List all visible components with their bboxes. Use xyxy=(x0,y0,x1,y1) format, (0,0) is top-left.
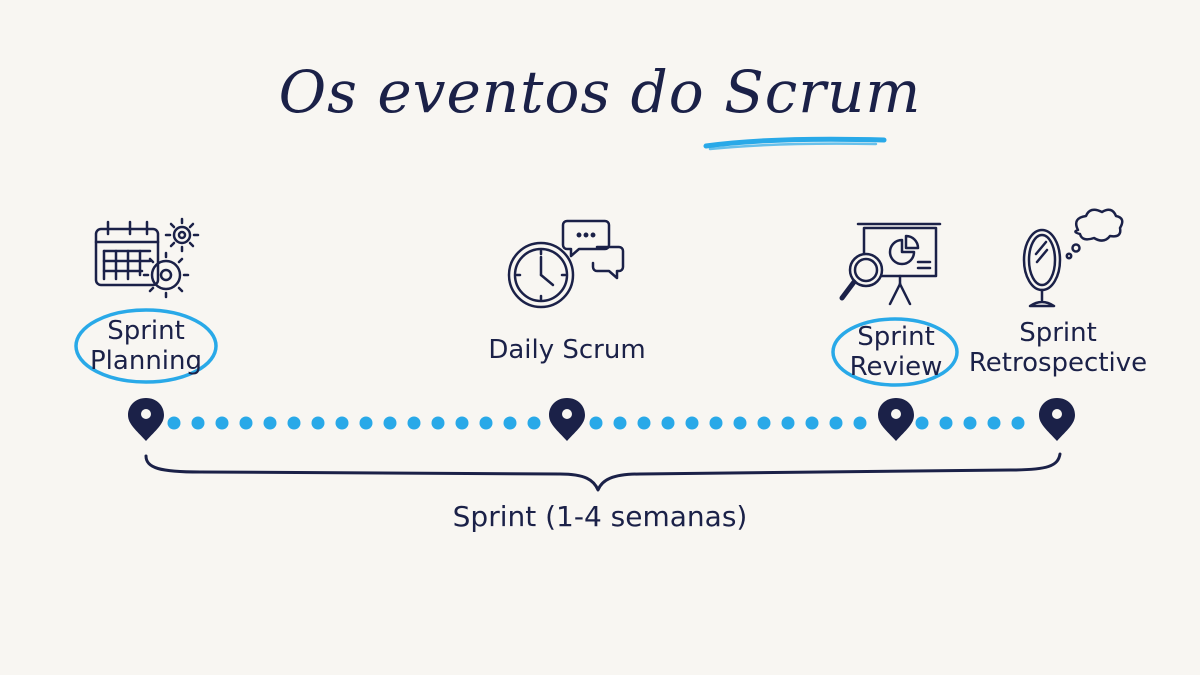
event-label-daily: Daily Scrum xyxy=(488,335,646,365)
event-label-retrospective: Sprint Retrospective xyxy=(968,318,1148,378)
title-underline xyxy=(703,136,887,151)
timeline-dot xyxy=(757,416,771,430)
timeline-dot xyxy=(805,416,819,430)
timeline-dot xyxy=(637,416,651,430)
sprint-brace xyxy=(144,452,1062,492)
timeline-dot xyxy=(455,416,469,430)
timeline-dot xyxy=(167,416,181,430)
event-label-planning: Sprint Planning xyxy=(90,316,202,376)
timeline-dot xyxy=(359,416,373,430)
timeline-dot xyxy=(503,416,517,430)
title-prefix: Os eventos do xyxy=(278,58,705,126)
timeline-dot xyxy=(407,416,421,430)
pin-icon-daily xyxy=(549,398,585,441)
timeline-dots xyxy=(167,416,1025,430)
timeline-dot xyxy=(987,416,1001,430)
timeline-dot xyxy=(263,416,277,430)
planning-highlight xyxy=(74,308,218,384)
timeline-dot xyxy=(661,416,675,430)
clock-chat-icon xyxy=(507,219,625,309)
timeline-dot xyxy=(853,416,867,430)
timeline-dot xyxy=(239,416,253,430)
timeline-dot xyxy=(527,416,541,430)
presentation-magnifier-icon xyxy=(839,222,942,306)
timeline-dot xyxy=(685,416,699,430)
timeline-dot xyxy=(709,416,723,430)
title-accent: Scrum xyxy=(724,58,922,126)
timeline-dot xyxy=(431,416,445,430)
timeline-dot xyxy=(383,416,397,430)
timeline-dot xyxy=(287,416,301,430)
sprint-duration-label: Sprint (1-4 semanas) xyxy=(452,500,748,533)
timeline-dot xyxy=(589,416,603,430)
calendar-gears-icon xyxy=(94,217,200,299)
timeline-dot xyxy=(939,416,953,430)
timeline-dot xyxy=(915,416,929,430)
timeline-dot xyxy=(613,416,627,430)
pin-icon-planning xyxy=(128,398,164,441)
timeline-dot xyxy=(215,416,229,430)
timeline-dot xyxy=(829,416,843,430)
timeline-dot xyxy=(335,416,349,430)
event-label-review: Sprint Review xyxy=(849,322,943,382)
timeline-dot xyxy=(311,416,325,430)
pin-icon-retrospective xyxy=(1039,398,1075,441)
timeline-dot xyxy=(733,416,747,430)
page-title: Os eventos do Scrum xyxy=(0,58,1200,126)
review-highlight xyxy=(831,317,959,387)
timeline-dot xyxy=(781,416,795,430)
timeline-dot xyxy=(479,416,493,430)
timeline-dot xyxy=(963,416,977,430)
pin-icon-review xyxy=(878,398,914,441)
mirror-thought-icon xyxy=(1022,208,1124,308)
timeline-dot xyxy=(1011,416,1025,430)
timeline-dot xyxy=(191,416,205,430)
